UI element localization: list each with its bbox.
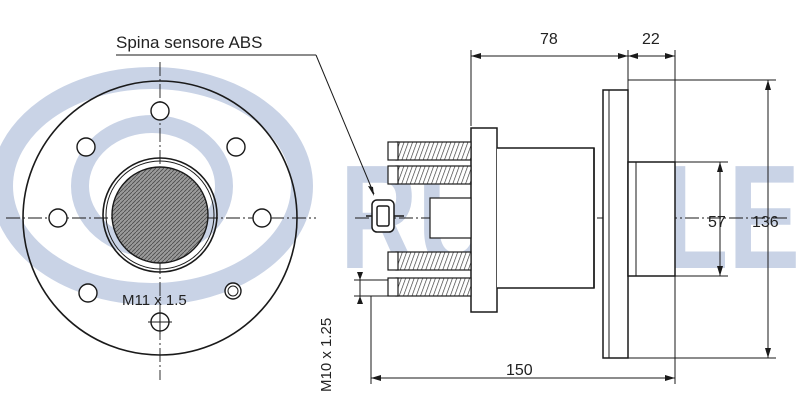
hub-center [111, 166, 209, 264]
bolt-hole [150, 101, 170, 121]
thread-label-front: M11 x 1.5 [122, 292, 187, 309]
bolt-hole [252, 208, 272, 228]
bore-ring [105, 160, 215, 270]
abs-connector [371, 199, 395, 233]
stud-thread-label: M10 x 1.25 [318, 318, 335, 392]
watermark-ring [0, 67, 313, 305]
bore-outer [102, 157, 218, 273]
stud-upper-1 [387, 141, 472, 161]
stud-upper-2 [387, 165, 472, 185]
side-view [355, 89, 790, 359]
dimensions [354, 50, 776, 384]
dim-label-78: 78 [540, 31, 558, 48]
stud-lower-1 [387, 251, 472, 271]
abs-pin-label: Spina sensore ABS [116, 33, 262, 52]
hub-barrel [497, 147, 595, 289]
abs-leader-diagonal [315, 54, 375, 195]
center-pilot [627, 161, 676, 277]
abs-leader-arrow [368, 186, 374, 196]
dim-label-57: 57 [708, 214, 726, 231]
hub-mount-flange [470, 127, 498, 313]
threaded-hole [224, 282, 242, 300]
dim-label-136: 136 [752, 214, 779, 231]
wheel-flange [602, 89, 629, 359]
bolt-hole [48, 208, 68, 228]
stud-lower-2 [387, 277, 472, 297]
flange-outline [22, 80, 298, 356]
front-view [6, 62, 316, 380]
bolt-hole [78, 283, 98, 303]
bolt-hole [226, 137, 246, 157]
dim-label-22: 22 [642, 31, 660, 48]
dim-label-150: 150 [506, 362, 533, 379]
bolt-hole [76, 137, 96, 157]
